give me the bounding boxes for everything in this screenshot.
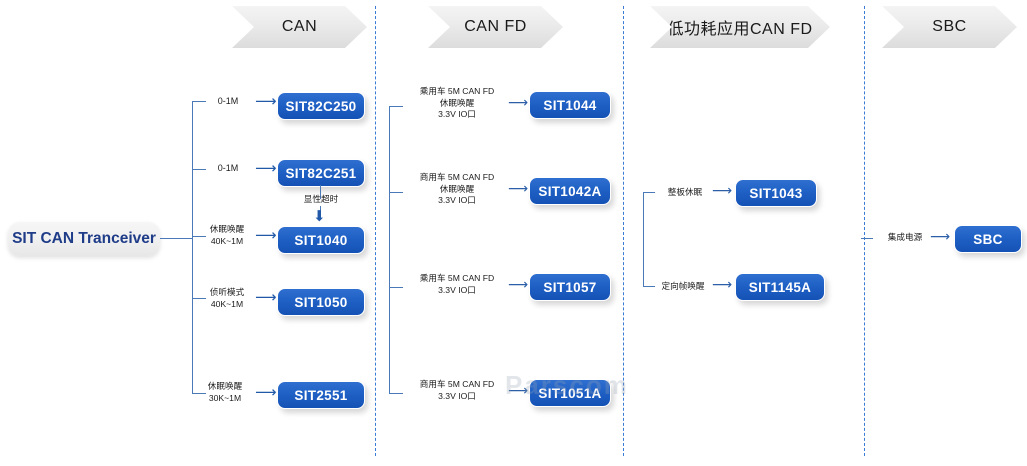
product-sbc[interactable]: SBC [954, 225, 1022, 253]
root-node: SIT CAN Tranceiver [8, 222, 160, 256]
product-sit1044-label: SIT1044 [543, 97, 597, 113]
can-branch-label-5-line2: 30K~1M [208, 392, 242, 403]
product-sit1050[interactable]: SIT1050 [277, 288, 365, 316]
dominant-timeout-line-lower [320, 206, 322, 220]
canfd-arrow-2: ⟶ [508, 181, 529, 197]
column-divider-2 [623, 6, 624, 456]
can-branch-label-4-line2: 40K~1M [210, 298, 244, 309]
canfd-branch-label-2-line1: 商用车 5M CAN FD [419, 172, 495, 182]
canfd-branch-stub-4 [389, 393, 403, 395]
product-sit1042a[interactable]: SIT1042A [529, 177, 611, 205]
canfd-branch-label-3-line2: 3.3V IO口 [438, 284, 476, 295]
can-arrow-1: ⟶ [255, 92, 277, 110]
product-sit1040-label: SIT1040 [294, 232, 348, 248]
canfd-branch-label-4: 商用车 5M CAN FD 3.3V IO口 [405, 379, 509, 402]
can-arrow-2: ⟶ [255, 159, 277, 177]
dominant-timeout-label: 显性超时 [303, 194, 339, 204]
root-node-label: SIT CAN Tranceiver [12, 230, 156, 247]
column-banner-canfd: CAN FD [428, 6, 563, 48]
canfd-branch-label-2: 商用车 5M CAN FD 休眠唤醒 3.3V IO口 [405, 172, 509, 207]
can-branch-stub-2 [192, 169, 206, 171]
product-sit1051a-label: SIT1051A [538, 385, 602, 401]
canfd-branch-label-3: 乘用车 5M CAN FD 3.3V IO口 [405, 273, 509, 296]
lowpower-branch-label-2: 定向帧唤醒 [661, 281, 705, 291]
canfd-arrow-3: ⟶ [508, 277, 529, 293]
can-branch-label-1-line1: 0-1M [217, 96, 239, 106]
canfd-branch-label-1-line3: 3.3V IO口 [438, 109, 476, 119]
product-sit1040[interactable]: SIT1040 [277, 226, 365, 254]
product-sit82c251-label: SIT82C251 [285, 165, 357, 181]
product-sit1145a[interactable]: SIT1145A [735, 273, 825, 301]
root-connector-line [160, 238, 192, 240]
canfd-branch-label-4-line2: 3.3V IO口 [438, 390, 476, 401]
canfd-branch-label-4-line1: 商用车 5M CAN FD [419, 379, 495, 389]
product-sit82c251[interactable]: SIT82C251 [277, 159, 365, 187]
canfd-branch-stub-2 [389, 192, 403, 194]
can-branch-label-5: 休眠唤醒 30K~1M [198, 381, 252, 404]
lowpower-trunk-line [643, 192, 645, 286]
can-branch-stub-3 [192, 236, 206, 238]
canfd-trunk-line [389, 106, 391, 393]
can-arrow-5: ⟶ [255, 383, 277, 401]
product-sit1042a-label: SIT1042A [538, 183, 602, 199]
can-branch-label-3-line1: 休眠唤醒 [209, 224, 245, 234]
can-branch-stub-1 [192, 101, 206, 103]
lowpower-arrow-2: ⟶ [712, 277, 733, 293]
canfd-branch-label-1-line2: 休眠唤醒 [439, 97, 475, 108]
product-sit1051a[interactable]: SIT1051A [529, 379, 611, 407]
column-divider-3 [864, 6, 865, 456]
can-arrow-3: ⟶ [255, 226, 277, 244]
canfd-branch-label-1-line1: 乘用车 5M CAN FD [419, 86, 495, 96]
can-trunk-line [192, 101, 194, 393]
canfd-arrow-1: ⟶ [508, 95, 529, 111]
lowpower-arrow-1: ⟶ [712, 183, 733, 199]
sbc-branch-stub [861, 238, 873, 240]
can-branch-stub-5 [192, 393, 206, 395]
can-branch-label-4-line1: 侦听模式 [209, 287, 245, 297]
lowpower-branch-stub-2 [643, 286, 655, 288]
product-sit1050-label: SIT1050 [294, 294, 348, 310]
column-banner-can-label: CAN [281, 18, 318, 35]
lowpower-branch-label-1: 整板休眠 [667, 187, 703, 197]
product-sit1044[interactable]: SIT1044 [529, 91, 611, 119]
product-sit1057[interactable]: SIT1057 [529, 273, 611, 301]
canfd-branch-label-2-line3: 3.3V IO口 [438, 195, 476, 205]
canfd-branch-stub-3 [389, 287, 403, 289]
canfd-branch-stub-1 [389, 106, 403, 108]
product-sit1043-label: SIT1043 [749, 185, 803, 201]
sbc-arrow: ⟶ [930, 229, 951, 245]
can-branch-label-3-line2: 40K~1M [210, 235, 244, 246]
column-banner-canfd-label: CAN FD [464, 18, 527, 35]
can-branch-label-2: 0-1M [208, 163, 248, 175]
product-sit82c250[interactable]: SIT82C250 [277, 92, 365, 120]
column-banner-sbc: SBC [882, 6, 1017, 48]
canfd-branch-label-2-line2: 休眠唤醒 [439, 183, 475, 194]
can-arrow-4: ⟶ [255, 288, 277, 306]
dominant-timeout-arrow: ⬇ [313, 207, 326, 225]
can-branch-label-2-line1: 0-1M [217, 163, 239, 173]
product-sit1057-label: SIT1057 [543, 279, 597, 295]
column-banner-sbc-label: SBC [932, 18, 967, 35]
product-sit2551-label: SIT2551 [294, 387, 348, 403]
canfd-arrow-4: ⟶ [508, 383, 529, 399]
product-sit1145a-label: SIT1145A [748, 279, 812, 295]
lowpower-branch-stub-1 [643, 192, 655, 194]
column-divider-1 [375, 6, 376, 456]
product-sit82c250-label: SIT82C250 [285, 98, 357, 114]
canfd-branch-label-3-line1: 乘用车 5M CAN FD [419, 273, 495, 283]
column-banner-lowpower-label: 低功耗应用CAN FD [667, 21, 813, 38]
column-banner-lowpower: 低功耗应用CAN FD [650, 6, 830, 48]
canfd-branch-label-1: 乘用车 5M CAN FD 休眠唤醒 3.3V IO口 [405, 86, 509, 121]
column-banner-can: CAN [232, 6, 367, 48]
can-branch-label-5-line1: 休眠唤醒 [207, 381, 243, 391]
product-sbc-label: SBC [973, 231, 1003, 247]
product-sit1043[interactable]: SIT1043 [735, 179, 817, 207]
product-sit2551[interactable]: SIT2551 [277, 381, 365, 409]
dominant-timeout-line-upper [320, 185, 322, 199]
can-branch-label-4: 侦听模式 40K~1M [200, 287, 254, 310]
can-branch-label-1: 0-1M [208, 96, 248, 108]
sbc-branch-label: 集成电源 [887, 232, 923, 242]
can-branch-stub-4 [192, 298, 206, 300]
can-branch-label-3: 休眠唤醒 40K~1M [200, 224, 254, 247]
